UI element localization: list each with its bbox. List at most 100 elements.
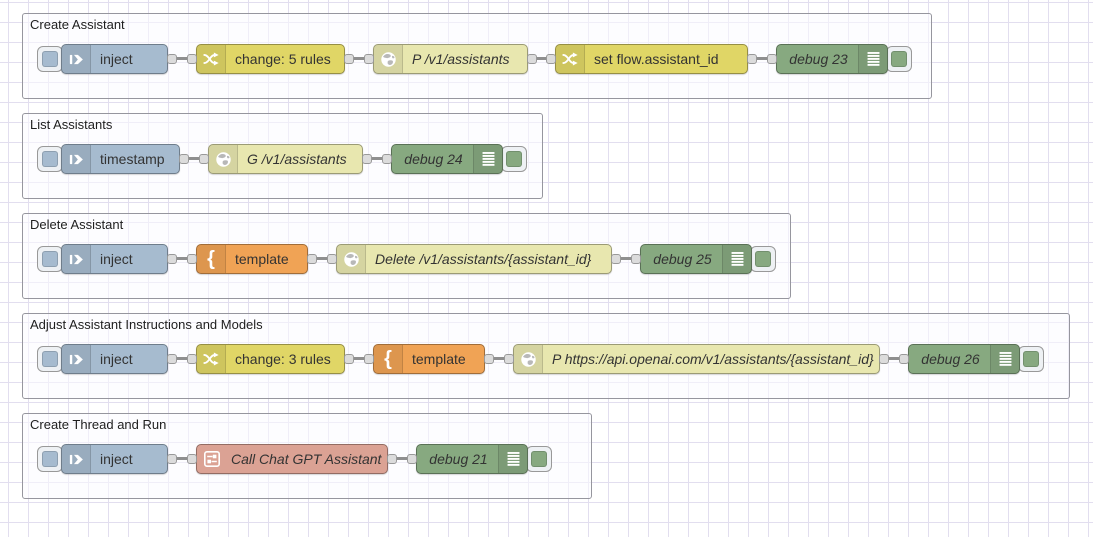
wire[interactable] [388, 457, 416, 460]
node-icon-strip: { [374, 345, 403, 373]
node-inject[interactable]: inject [61, 344, 168, 374]
node-inject[interactable]: inject [61, 44, 168, 74]
wire[interactable] [528, 57, 555, 60]
input-port[interactable] [767, 54, 777, 64]
node-debug[interactable]: debug 21 [416, 444, 528, 474]
group-label: Create Assistant [30, 17, 125, 32]
input-port[interactable] [364, 354, 374, 364]
node-http-request[interactable]: P https://api.openai.com/v1/assistants/{… [513, 344, 880, 374]
input-port[interactable] [187, 454, 197, 464]
debug-toggle-fill [755, 251, 771, 267]
output-port[interactable] [167, 254, 177, 264]
input-port[interactable] [382, 154, 392, 164]
inject-button[interactable] [37, 346, 63, 372]
inject-button[interactable] [37, 446, 63, 472]
input-port[interactable] [546, 54, 556, 64]
output-port[interactable] [387, 454, 397, 464]
debug-toggle-button[interactable] [501, 146, 527, 172]
input-port[interactable] [187, 354, 197, 364]
wire[interactable] [612, 257, 640, 260]
node-label: inject [100, 51, 133, 67]
output-port[interactable] [484, 354, 494, 364]
node-label: debug 25 [653, 251, 712, 267]
inject-arrow-icon [68, 151, 85, 168]
input-port[interactable] [504, 354, 514, 364]
group-label: Adjust Assistant Instructions and Models [30, 317, 263, 332]
wire[interactable] [880, 357, 908, 360]
debug-toggle-fill [1023, 351, 1039, 367]
output-port[interactable] [307, 254, 317, 264]
wire[interactable] [168, 357, 196, 360]
node-label: debug 23 [789, 51, 848, 67]
shuffle-icon [202, 350, 220, 368]
output-port[interactable] [167, 454, 177, 464]
output-port[interactable] [747, 54, 757, 64]
wire[interactable] [485, 357, 513, 360]
input-port[interactable] [187, 54, 197, 64]
node-inject[interactable]: timestamp [61, 144, 180, 174]
debug-toggle-button[interactable] [526, 446, 552, 472]
output-port[interactable] [179, 154, 189, 164]
input-port[interactable] [187, 254, 197, 264]
node-debug[interactable]: debug 26 [908, 344, 1020, 374]
node-icon-strip [858, 45, 887, 73]
output-port[interactable] [167, 54, 177, 64]
input-port[interactable] [199, 154, 209, 164]
inject-button[interactable] [37, 246, 63, 272]
input-port[interactable] [631, 254, 641, 264]
node-change[interactable]: change: 5 rules [196, 44, 345, 74]
output-port[interactable] [344, 54, 354, 64]
node-subflow[interactable]: Call Chat GPT Assistant [196, 444, 388, 474]
inject-button-fill [42, 351, 58, 367]
output-port[interactable] [879, 354, 889, 364]
output-port[interactable] [527, 54, 537, 64]
node-debug[interactable]: debug 24 [391, 144, 503, 174]
node-icon-strip [62, 145, 91, 173]
node-change[interactable]: change: 3 rules [196, 344, 345, 374]
node-http-request[interactable]: P /v1/assistants [373, 44, 528, 74]
node-template[interactable]: {template [196, 244, 308, 274]
inject-button-fill [42, 251, 58, 267]
wire[interactable] [168, 257, 196, 260]
wire[interactable] [748, 57, 776, 60]
node-template[interactable]: {template [373, 344, 485, 374]
node-icon-strip [62, 45, 91, 73]
node-label: change: 5 rules [235, 51, 331, 67]
input-port[interactable] [407, 454, 417, 464]
node-debug[interactable]: debug 25 [640, 244, 752, 274]
node-inject[interactable]: inject [61, 444, 168, 474]
wire[interactable] [363, 157, 391, 160]
inject-button[interactable] [37, 46, 63, 72]
debug-toggle-button[interactable] [750, 246, 776, 272]
input-port[interactable] [899, 354, 909, 364]
inject-button-fill [42, 51, 58, 67]
input-port[interactable] [364, 54, 374, 64]
node-label: inject [100, 451, 133, 467]
wire[interactable] [168, 457, 196, 460]
debug-toggle-fill [506, 151, 522, 167]
node-debug[interactable]: debug 23 [776, 44, 888, 74]
node-http-request[interactable]: Delete /v1/assistants/{assistant_id} [336, 244, 612, 274]
input-port[interactable] [327, 254, 337, 264]
output-port[interactable] [362, 154, 372, 164]
wire[interactable] [345, 357, 373, 360]
wire[interactable] [308, 257, 336, 260]
group-label: List Assistants [30, 117, 113, 132]
node-icon-strip [990, 345, 1019, 373]
debug-toggle-button[interactable] [886, 46, 912, 72]
inject-button[interactable] [37, 146, 63, 172]
debug-toggle-button[interactable] [1018, 346, 1044, 372]
output-port[interactable] [611, 254, 621, 264]
node-http-request[interactable]: G /v1/assistants [208, 144, 363, 174]
globe-icon [519, 350, 538, 369]
node-inject[interactable]: inject [61, 244, 168, 274]
node-icon-strip [374, 45, 403, 73]
output-port[interactable] [344, 354, 354, 364]
wire[interactable] [168, 57, 196, 60]
wire[interactable] [345, 57, 373, 60]
output-port[interactable] [167, 354, 177, 364]
wire[interactable] [180, 157, 208, 160]
debug-output-icon [480, 150, 497, 168]
node-change[interactable]: set flow.assistant_id [555, 44, 748, 74]
